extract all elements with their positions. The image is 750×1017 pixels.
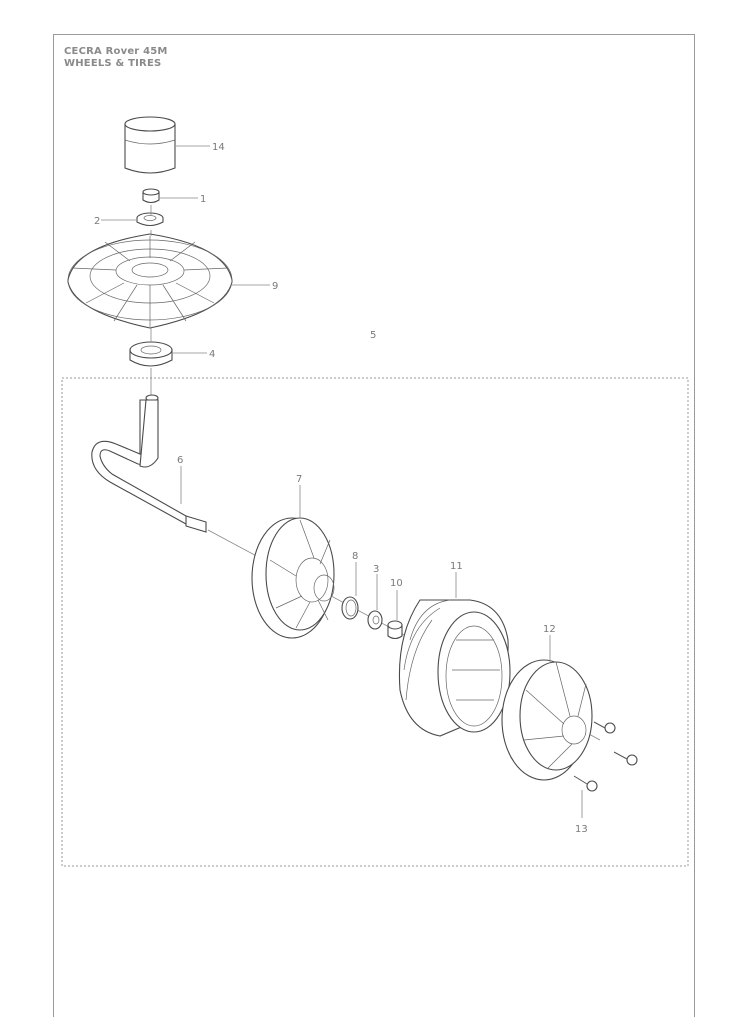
callout-14: 14 <box>212 142 225 153</box>
callout-3: 3 <box>373 564 379 575</box>
part-1-nut[interactable] <box>142 188 160 204</box>
callout-1: 1 <box>200 194 206 205</box>
part-6-axle[interactable] <box>91 394 207 533</box>
section-title: WHEELS & TIRES <box>64 58 162 69</box>
part-4-bearing-housing[interactable] <box>129 341 173 367</box>
part-9-wheel-cover[interactable] <box>67 233 233 329</box>
part-2-bearing[interactable] <box>136 212 164 227</box>
part-10-nut[interactable] <box>387 620 403 640</box>
callout-2: 2 <box>94 216 100 227</box>
part-12-hub-cap[interactable] <box>501 659 593 781</box>
callout-10: 10 <box>390 578 403 589</box>
assembly-group-box <box>61 377 689 867</box>
part-11-tire[interactable] <box>398 599 511 737</box>
part-14-cap[interactable] <box>124 116 176 174</box>
callout-7: 7 <box>296 474 302 485</box>
model-title: CECRA Rover 45M <box>64 46 168 57</box>
callout-13: 13 <box>575 824 588 835</box>
callout-4: 4 <box>209 349 215 360</box>
part-3-bearing[interactable] <box>367 610 383 630</box>
callout-12: 12 <box>543 624 556 635</box>
drawing-frame <box>53 34 695 1017</box>
part-13-screw-a[interactable] <box>593 721 616 734</box>
callout-8: 8 <box>352 551 358 562</box>
part-13-screw-b[interactable] <box>613 751 638 766</box>
diagram-header: CECRA Rover 45M WHEELS & TIRES <box>64 46 168 70</box>
callout-5: 5 <box>370 330 376 341</box>
part-7-rim-half[interactable] <box>251 517 335 639</box>
callout-11: 11 <box>450 561 463 572</box>
callout-6: 6 <box>177 455 183 466</box>
part-8-o-ring[interactable] <box>341 596 359 620</box>
callout-9: 9 <box>272 281 278 292</box>
part-13-screw-c[interactable] <box>573 775 598 792</box>
